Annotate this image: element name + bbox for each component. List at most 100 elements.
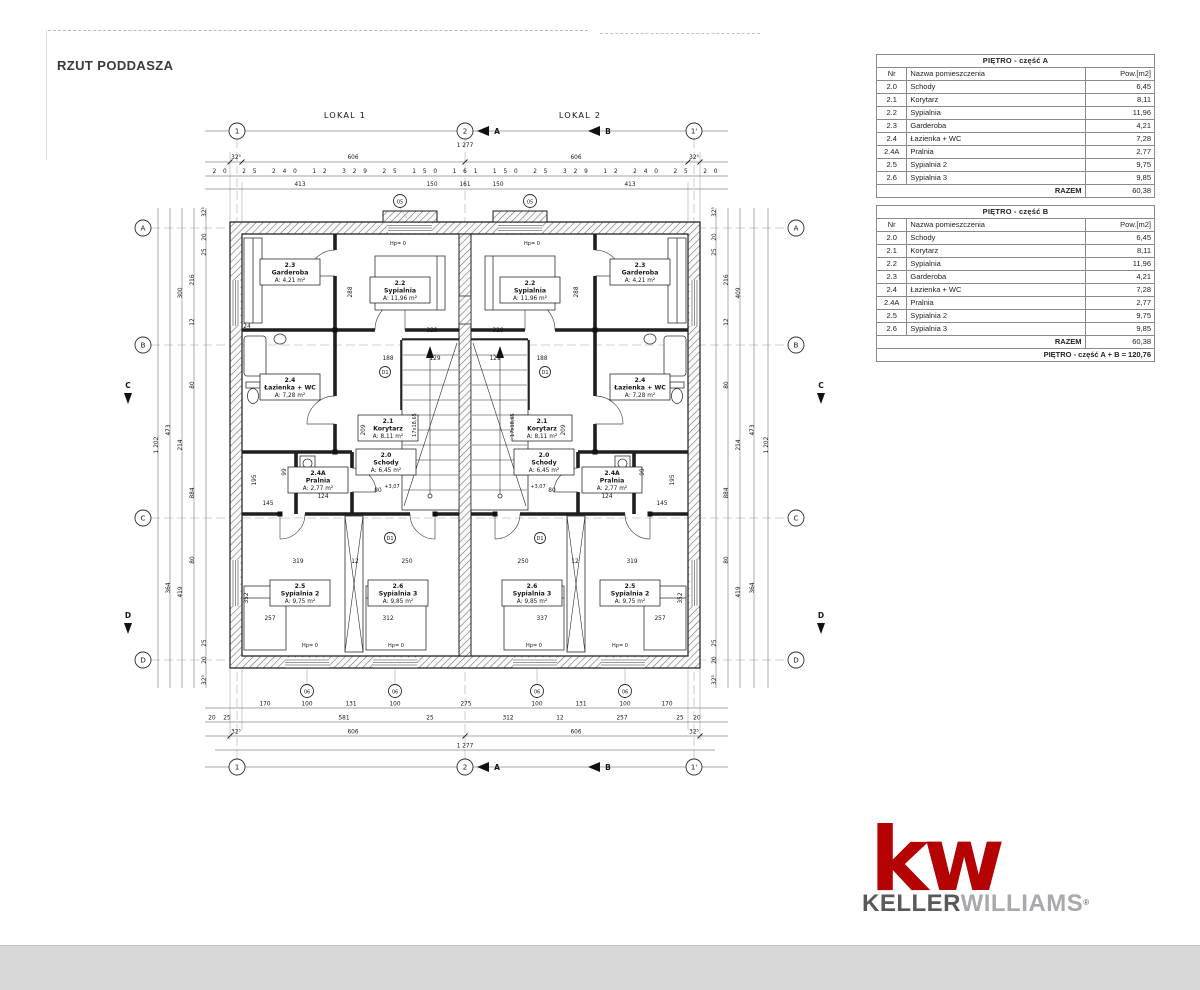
bottom-dimensions: 06 06 06 06 170 100 131 100 275 100 131 … — [205, 669, 728, 776]
dim-chain: 20 25 240 12 329 25 150 161 150 25 329 1… — [212, 169, 717, 175]
dim: 129 — [429, 356, 440, 362]
keller-text: KELLER — [862, 890, 961, 917]
dim: 195 — [252, 474, 258, 485]
dim: 216 — [190, 274, 196, 285]
room-name: Sypialnia 2 — [906, 158, 1086, 172]
dim: 257 — [264, 616, 275, 622]
dim: 32⁵ — [689, 729, 699, 736]
table-row: 2.0 Schody 6,45 — [875, 80, 1156, 94]
door-tag-label: D1 — [536, 536, 543, 542]
room-label-sypialnia2-a: 2.5 Sypialnia 2 A: 9,75 m² — [269, 579, 331, 607]
dim: 32⁵ — [231, 154, 241, 161]
section-marker-a-bottom: A — [477, 762, 500, 772]
dim: 20 — [202, 656, 208, 664]
dim: 25 — [223, 716, 231, 722]
table-row: 2.4A Pralnia 2,77 — [875, 145, 1156, 159]
grid-bubble-d-left: D — [134, 651, 152, 669]
room-nr: 2.3 — [635, 262, 646, 269]
area-table-part-b: PIĘTRO - część B Nr Nazwa pomieszczenia … — [875, 205, 1156, 362]
room-nr: 2.4 — [635, 377, 646, 384]
section-marker-b-top: B — [588, 126, 611, 136]
dim: 275 — [460, 702, 471, 708]
dim: 100 — [531, 702, 542, 708]
table-title: PIĘTRO - część A — [876, 54, 1155, 68]
hp-label: Hp= 0 — [524, 241, 540, 247]
col-header-nr: Nr — [875, 218, 908, 232]
room-label-sypialnia3-a: 2.6 Sypialnia 3 A: 9,85 m² — [367, 579, 429, 607]
table-row: 2.3 Garderoba 4,21 — [875, 119, 1156, 133]
dim: 145 — [262, 501, 273, 507]
dim: 32⁵ — [711, 206, 718, 216]
room-label-schody-a: 2.0 Schody A: 6,45 m² — [355, 448, 417, 476]
section-marker-c-left: C — [124, 381, 132, 404]
room-name: Sypialnia — [906, 257, 1086, 271]
window-tag-o6: 06 — [300, 669, 314, 698]
grid-label: C — [793, 514, 798, 523]
room-name: Sypialnia 2 — [611, 591, 650, 598]
dim: 188 — [536, 356, 547, 362]
room-name: Garderoba — [906, 119, 1086, 133]
window-tag-o5: 05 — [522, 194, 537, 219]
razem-label: RAZEM — [876, 335, 1086, 349]
dim: 150 — [426, 182, 437, 188]
room-label-lazienka-b: 2.4 Łazienka + WC A: 7,28 m² — [609, 373, 671, 401]
building-walls — [229, 210, 701, 669]
room-area: 9,85 — [1084, 171, 1156, 185]
room-area: A: 6,45 m² — [529, 467, 559, 474]
dim: 257 — [654, 616, 665, 622]
dim: 1 277 — [457, 744, 474, 750]
grid-bubble-d-right: D — [787, 651, 805, 669]
grid-label: B — [141, 341, 146, 350]
room-area: 9,75 — [1084, 309, 1156, 323]
williams-text: WILLIAMS — [960, 890, 1084, 917]
col-header-name: Nazwa pomieszczenia — [906, 67, 1086, 81]
table-row: 2.2 Sypialnia 11,96 — [875, 257, 1156, 271]
dim: 32⁵ — [689, 154, 699, 161]
hp-label: Hp= 0 — [388, 643, 404, 649]
scan-artifact-line — [48, 30, 588, 31]
grid-label: A — [794, 224, 799, 233]
dim: 100 — [389, 702, 400, 708]
section-label: D — [125, 611, 131, 620]
grid-label: 1' — [691, 127, 698, 136]
dim: 20 — [712, 233, 718, 241]
dim: 209 — [561, 424, 567, 435]
room-area: 8,11 — [1084, 93, 1156, 107]
room-name: Pralnia — [306, 478, 331, 485]
dim: 419 — [178, 586, 184, 597]
door-tag: D1 — [379, 366, 391, 378]
room-name: Schody — [373, 460, 398, 467]
dim: 884 — [190, 487, 196, 498]
dim: 195 — [670, 474, 676, 485]
section-marker-c-right: C — [817, 381, 825, 404]
room-label-sypialnia2-b: 2.5 Sypialnia 2 A: 9,75 m² — [599, 579, 661, 607]
room-name: Sypialnia 2 — [906, 309, 1086, 323]
room-nr: 2.1 — [875, 244, 908, 258]
floor-plan-drawing: 2.3 Garderoba A: 4,21 m² 2.2 Sypialnia A… — [124, 110, 825, 776]
window-tag-label: 06 — [304, 690, 310, 696]
room-name: Łazienka + WC — [906, 132, 1086, 146]
room-nr: 2.5 — [875, 158, 908, 172]
table-row: 2.1 Korytarz 8,11 — [875, 93, 1156, 107]
grid-bubble-1-bottom: 1 — [228, 758, 246, 776]
room-nr: 2.4A — [875, 145, 908, 159]
dim: 1 202 — [154, 436, 160, 453]
room-area: 6,45 — [1084, 80, 1156, 94]
room-area: A: 11,96 m² — [383, 295, 417, 302]
room-nr: 2.4A — [604, 470, 620, 477]
room-name: Pralnia — [600, 478, 625, 485]
table-row: 2.0 Schody 6,45 — [875, 231, 1156, 245]
dim: 12 — [724, 318, 730, 326]
dim: 364 — [166, 582, 172, 593]
room-label-korytarz-b: 2.1 Korytarz A: 8,11 m² — [511, 414, 573, 442]
room-label-pralnia-a: 2.4A Pralnia A: 2,77 m² — [287, 466, 349, 494]
table-row: 2.5 Sypialnia 2 9,75 — [875, 309, 1156, 323]
grid-label: A — [141, 224, 146, 233]
level-label: +3,07 — [384, 484, 399, 490]
window-tag-label: 06 — [392, 690, 398, 696]
table-row: 2.4 Łazienka + WC 7,28 — [875, 132, 1156, 146]
dim: 214 — [736, 439, 742, 450]
room-area: A: 2,77 m² — [597, 485, 627, 492]
room-labels: 2.3 Garderoba A: 4,21 m² 2.2 Sypialnia A… — [259, 258, 671, 607]
